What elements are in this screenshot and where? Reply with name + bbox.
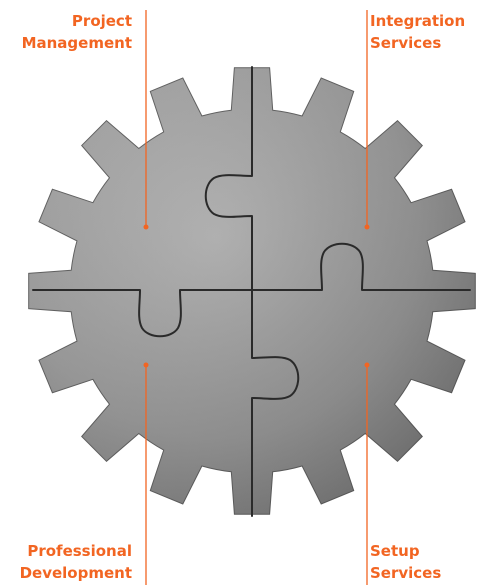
- seam-vertical-bottom: [251, 289, 300, 517]
- puzzle-seams: [32, 66, 471, 517]
- seam-horizontal-right: [251, 242, 471, 291]
- label-professional-development-line1: Professional: [27, 542, 132, 560]
- callout-dot-setup-services: [364, 362, 370, 368]
- label-project-management-line2: Management: [21, 34, 132, 52]
- label-professional-development: Professional Development: [0, 540, 132, 584]
- label-setup-services: Setup Services: [370, 540, 441, 584]
- label-professional-development-line2: Development: [19, 564, 132, 582]
- label-project-management-line1: Project: [71, 12, 132, 30]
- label-integration-services-line2: Services: [370, 34, 442, 52]
- seam-vertical-top: [204, 66, 253, 291]
- callout-dot-project-management: [143, 224, 149, 230]
- label-integration-services-line1: Integration: [370, 12, 466, 30]
- callout-lines: [145, 10, 368, 585]
- callout-dot-integration-services: [364, 224, 370, 230]
- seam-horizontal-left: [32, 289, 253, 338]
- gear-puzzle-icon: [28, 66, 476, 517]
- label-setup-services-line2: Services: [370, 564, 442, 582]
- label-project-management: Project Management: [0, 10, 132, 54]
- label-integration-services: Integration Services: [370, 10, 465, 54]
- callout-dot-professional-development: [143, 362, 149, 368]
- label-setup-services-line1: Setup: [370, 542, 420, 560]
- callout-dots: [143, 224, 370, 368]
